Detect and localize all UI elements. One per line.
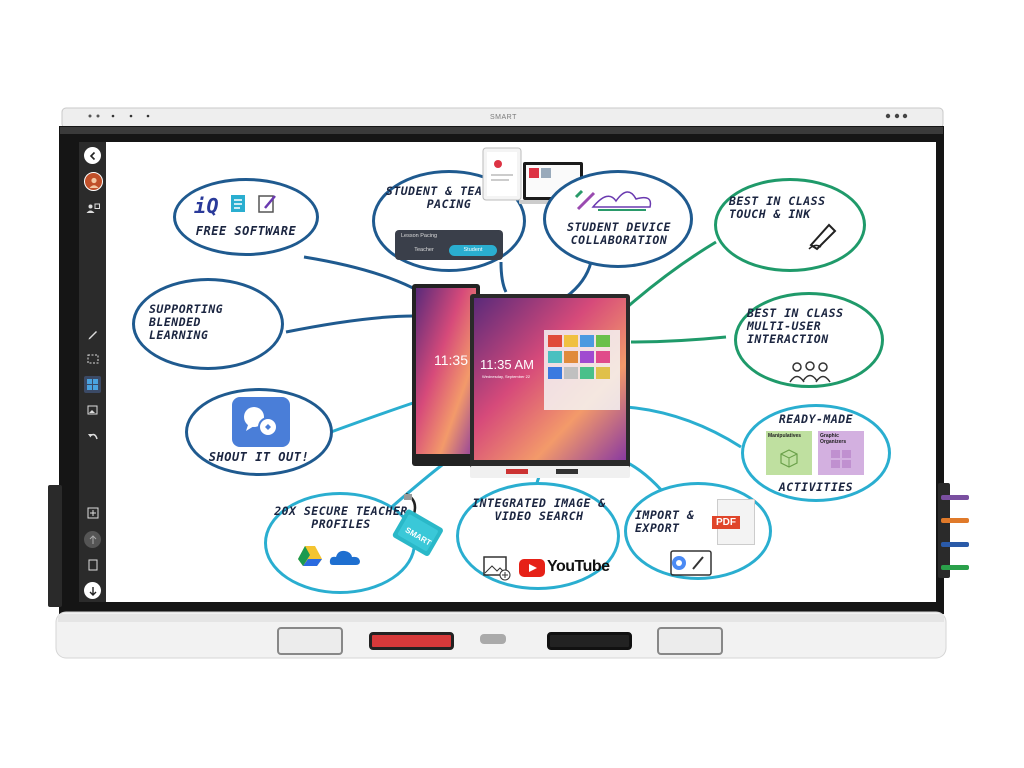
lesson-pacing-widget[interactable]: Lesson Pacing Teacher Student [395,230,503,260]
arrow-down-icon [89,586,96,596]
page-down-button[interactable] [84,582,101,599]
black-pen[interactable] [547,632,632,650]
bubble-shout-it-out[interactable]: SHOUT IT OUT! [185,388,333,476]
undo-button[interactable] [84,428,101,445]
youtube-icon [519,559,545,577]
users-icon [86,203,100,213]
bubble-free-software[interactable]: iQ FREE SOFTWARE [173,178,319,256]
search-label: INTEGRATED IMAGE & VIDEO SEARCH [472,496,606,524]
arrow-left-icon [89,151,95,160]
pen-tool[interactable] [84,325,101,342]
select-tool[interactable] [84,350,101,367]
edit-note-icon [258,195,276,213]
smart-board-illustration [412,284,630,478]
image-search-icon [483,556,511,581]
arrow-up-icon [89,534,96,544]
iq-brand: iQ [194,194,220,218]
front-screen-time: 11:35 AM [480,357,534,372]
bubble-multiuser[interactable]: BEST IN CLASS MULTI-USER INTERACTION [734,292,884,388]
cube-icon [780,449,798,468]
multiuser-label: BEST IN CLASS MULTI-USER INTERACTION [747,306,844,347]
import-export-label: IMPORT & EXPORT [635,508,695,536]
profiles-label: 20X SECURE TEACHER PROFILES [274,504,408,532]
page-up-button[interactable] [84,531,101,548]
manipulatives-card[interactable]: Manipulatives [766,431,812,475]
id-badge-image [392,492,443,557]
pdf-badge: PDF [712,516,740,529]
pen-icon [88,330,97,339]
activities-title: READY-MADE [778,412,854,426]
pen-drawing-icon [808,223,837,251]
whiteboard-canvas[interactable]: iQ FREE SOFTWARE STUDENT & TEACHER PACIN… [106,142,936,602]
apps-tool[interactable] [84,376,101,393]
bubble-activities[interactable]: READY-MADE Manipulatives Graphic Organiz… [741,404,891,502]
drive-icon [298,546,322,566]
bubble-import-export[interactable]: IMPORT & EXPORT PDF [624,482,772,580]
shout-it-out-icon [232,397,290,447]
selection-icon [87,354,98,363]
image-tool[interactable] [84,401,101,418]
add-page-button[interactable] [84,504,101,521]
lumio-toolbar [79,142,106,602]
users-group-icon [789,361,831,383]
person-icon [89,177,98,188]
eraser-left[interactable] [277,627,343,655]
bubble-search[interactable]: INTEGRATED IMAGE & VIDEO SEARCH YouTube [456,482,620,590]
activities-footer: ACTIVITIES [778,480,854,494]
youtube-label: YouTube [547,558,610,575]
teacher-option[interactable]: Teacher [414,247,434,253]
image-add-icon [87,405,97,414]
bezel-logo: SMART [490,114,517,121]
add-page-icon [87,507,98,518]
bubble-blended[interactable]: SUPPORTING BLENDED LEARNING [132,278,284,370]
collaboration-icon [574,189,652,211]
free-software-label: FREE SOFTWARE [195,224,297,238]
avatar[interactable] [84,172,103,191]
chrome-edit-icon [670,550,712,576]
collaboration-label: STUDENT DEVICE COLLABORATION [567,220,671,248]
bubble-collaboration[interactable]: STUDENT DEVICE COLLABORATION [543,170,693,268]
bubble-touch-ink[interactable]: BEST IN CLASS TOUCH & INK [714,178,866,272]
graphic-organizers-label: Graphic Organizers [820,433,847,445]
grid-icon [87,379,98,390]
blended-label: SUPPORTING BLENDED LEARNING [149,302,224,343]
onedrive-icon [329,550,360,565]
student-option[interactable]: Student [449,245,497,256]
back-button[interactable] [84,147,101,164]
pdf-icon: PDF [712,499,755,545]
participants-button[interactable] [84,200,101,217]
eraser-right[interactable] [657,627,723,655]
pacing-label: STUDENT & TEACHER PACING [385,184,513,212]
back-screen-time: 11:35 [434,352,468,368]
touch-ink-label: BEST IN CLASS TOUCH & INK [729,194,826,222]
front-screen-date: Wednesday, September 22 [482,374,531,379]
undo-icon [87,433,98,439]
tray-sensor [480,634,506,644]
notebook-icon [231,195,245,212]
graphic-organizers-card[interactable]: Graphic Organizers [818,431,864,475]
organizer-icon [831,450,851,468]
red-pen[interactable] [369,632,454,650]
page-indicator[interactable] [84,556,101,573]
widget-title: Lesson Pacing [401,233,438,239]
shout-it-out-label: SHOUT IT OUT! [208,450,310,464]
page-icon [88,559,97,570]
manipulatives-label: Manipulatives [768,433,802,439]
